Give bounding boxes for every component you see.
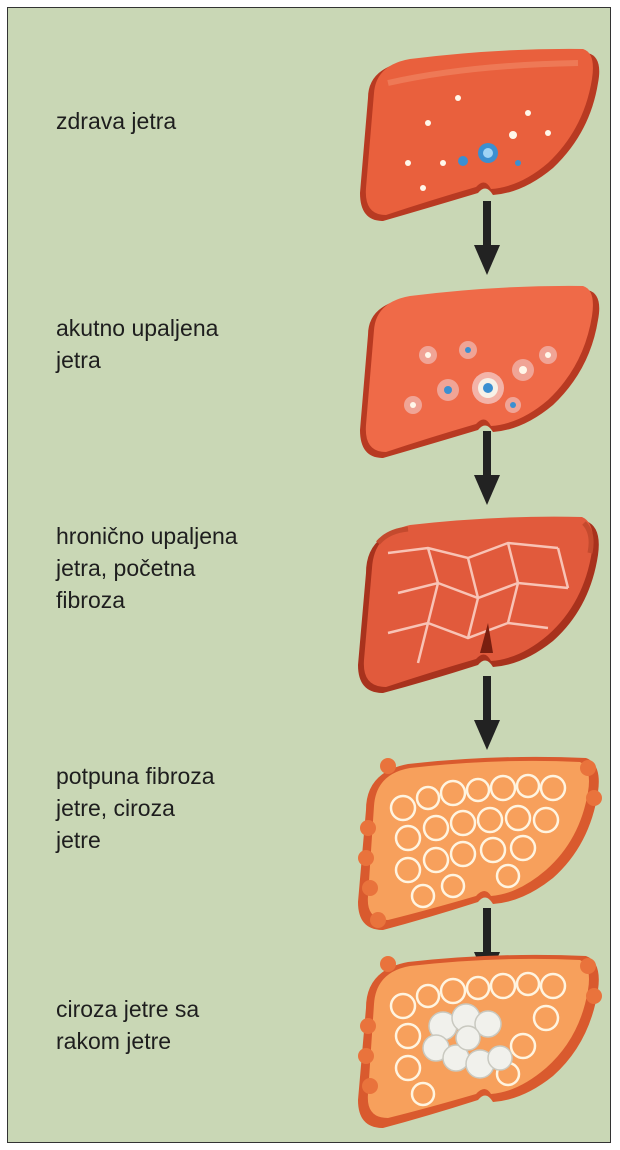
stage-label-cirrhosis: potpuna fibroza jetre, ciroza jetre [56,760,316,856]
stage-label-acute: akutno upaljena jetra [56,312,316,376]
arrow-down-icon [474,201,500,275]
diagram-panel: zdrava jetra akutno upaljena jetra [7,7,611,1143]
fibrotic-liver-icon [348,513,608,703]
arrow-down-icon [474,431,500,505]
arrow-down-icon [474,676,500,750]
stage-label-cancer: ciroza jetre sa rakom jetre [56,993,316,1057]
liver-cancer-icon [348,946,608,1136]
stage-label-healthy: zdrava jetra [56,105,316,137]
stage-label-chronic: hronično upaljena jetra, početna fibroza [56,520,316,616]
